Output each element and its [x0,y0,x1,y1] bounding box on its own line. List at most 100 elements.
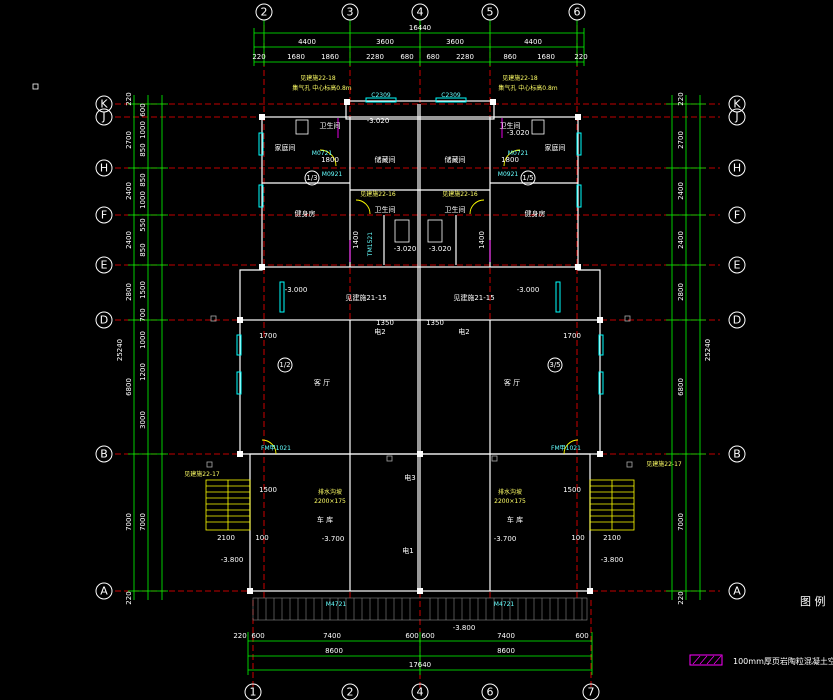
right-dim-6: 6800 [677,378,685,396]
axis-top-5: 5 [487,6,494,19]
axis-right-E-circle [728,256,746,274]
bottom-dim-3: 7400 [323,632,341,640]
windows [236,97,604,395]
legend-title: 图 例 [800,594,826,608]
stair-right [589,479,635,531]
stair-left [205,479,251,531]
room-wc-right: 卫生间 [445,205,466,214]
level-8: -3.700 [494,535,517,543]
room-storage-left: 储藏间 [375,155,396,164]
sub-axis-right: 3/5 [549,361,560,369]
fire-door-left: FM甲1021 [261,445,291,452]
level-5: -3.000 [285,286,308,294]
right-dim-4: 2400 [677,231,685,249]
bottom-dimension-texts: 220 600 7400 600 600 7400 600 8600 8600 … [233,632,588,669]
dim-1700-right: 1700 [563,332,581,340]
dim-1400-left: 1400 [352,231,360,249]
axis-right-B: B [733,448,741,461]
axis-left-A-circle [95,582,113,600]
top-dim2-6: 680 [426,53,439,61]
axis-bottom-2-circle [341,683,359,700]
slope-left: 2200×175 [314,498,346,505]
ref-stair-left: 见建施22-17 [184,470,220,478]
dim-1700-left: 1700 [259,332,277,340]
dim-1800-right: 1800 [501,156,519,164]
elec-panel-4: 电1 [402,546,413,555]
axis-right-H-circle [728,159,746,177]
axis-left-H: H [100,162,108,175]
level-9: -3.800 [221,556,244,564]
axis-top-3: 3 [347,6,354,19]
left-inner-dim-3: 850 [139,143,147,156]
axis-left-E: E [101,259,108,272]
left-inner-dim-8: 1500 [139,281,147,299]
bottom-dim2-2: 8600 [497,647,515,655]
level-3: -3.020 [394,245,417,253]
axis-right-A: A [733,585,741,598]
left-inner-dim-9: 700 [139,308,147,321]
level-4: -3.020 [429,245,452,253]
top-total-dim: 16440 [409,24,431,32]
note-top-right: 集气孔 中心标高0.8m [498,84,557,92]
top-dim-3: 3600 [446,38,464,46]
bottom-dim-2: 600 [251,632,264,640]
dim-1350-left: 1350 [376,319,394,327]
left-dim-1: 220 [125,92,133,105]
axis-right-J: J [734,111,738,124]
room-garage-right: 车 库 [507,515,523,524]
axis-bottom-2: 2 [347,686,354,699]
axis-top-6: 6 [574,6,581,19]
dim-2100-right: 2100 [603,534,621,542]
right-total-dim: 25240 [704,339,712,361]
axis-bottom-4: 4 [417,686,424,699]
fire-door-right: FM甲1021 [551,445,581,452]
left-inner-dim-6: 550 [139,218,147,231]
axis-left-D: D [100,314,108,327]
axis-left-H-circle [95,159,113,177]
bottom-dim-1: 220 [233,632,246,640]
dim-1400-right: 1400 [478,231,486,249]
left-dim-6: 6800 [125,378,133,396]
axis-right-H: H [733,162,741,175]
dimension-lines [128,20,706,675]
left-inner-dim-5: 1000 [139,191,147,209]
right-dim-3: 2400 [677,182,685,200]
left-inner-dim-7: 850 [139,243,147,256]
left-dim-4: 2400 [125,231,133,249]
axis-left-F: F [101,209,107,222]
axis-right-K-circle [728,95,746,113]
bottom-dim2-1: 8600 [325,647,343,655]
stair-ref-left: 见建施21-15 [345,293,386,302]
left-dimension-texts: 220 2700 2400 2400 2800 6800 7000 220 25… [116,92,147,604]
top-dim2-1: 220 [252,53,265,61]
top-dim2-4: 2280 [366,53,384,61]
legend-swatch [689,654,723,666]
level-2: -3.020 [507,129,530,137]
right-dim-1: 220 [677,92,685,105]
room-labels: 家庭间 家庭间 储藏间 储藏间 健身房 健身房 卫生间 卫生间 卫生间 卫生间 … [275,121,566,524]
level-10: -3.800 [601,556,624,564]
left-total-dim: 25240 [116,339,124,361]
dim-2100-left: 2100 [217,534,235,542]
door-left: M0921 [322,171,343,178]
room-wc-left: 卫生间 [375,205,396,214]
room-bedroom-right: 家庭间 [545,143,566,152]
garage-door-right: M4721 [494,601,515,608]
axis-left-B-circle [95,445,113,463]
axis-right-D-circle [728,311,746,329]
elec-panel-2: 电2 [458,327,469,336]
markers [32,83,633,468]
axis-left-E-circle [95,256,113,274]
legend: 图 例 100mm厚页岩陶粒混凝土空心砌块 [689,594,833,666]
axis-top-6-circle [568,3,586,21]
right-dim-7: 7000 [677,513,685,531]
left-inner-dim-11: 1200 [139,363,147,381]
stair-ref-right: 见建施21-15 [453,293,494,302]
note-top-left: 集气孔 中心标高0.8m [292,84,351,92]
sub-axis-bubbles: 1/2 3/5 1/3 1/5 [277,170,563,373]
dim-1800-left: 1800 [321,156,339,164]
level-7: -3.700 [322,535,345,543]
level-6: -3.000 [517,286,540,294]
sub-axis-left: 1/2 [279,361,290,369]
bottom-total-dim: 17640 [409,661,431,669]
